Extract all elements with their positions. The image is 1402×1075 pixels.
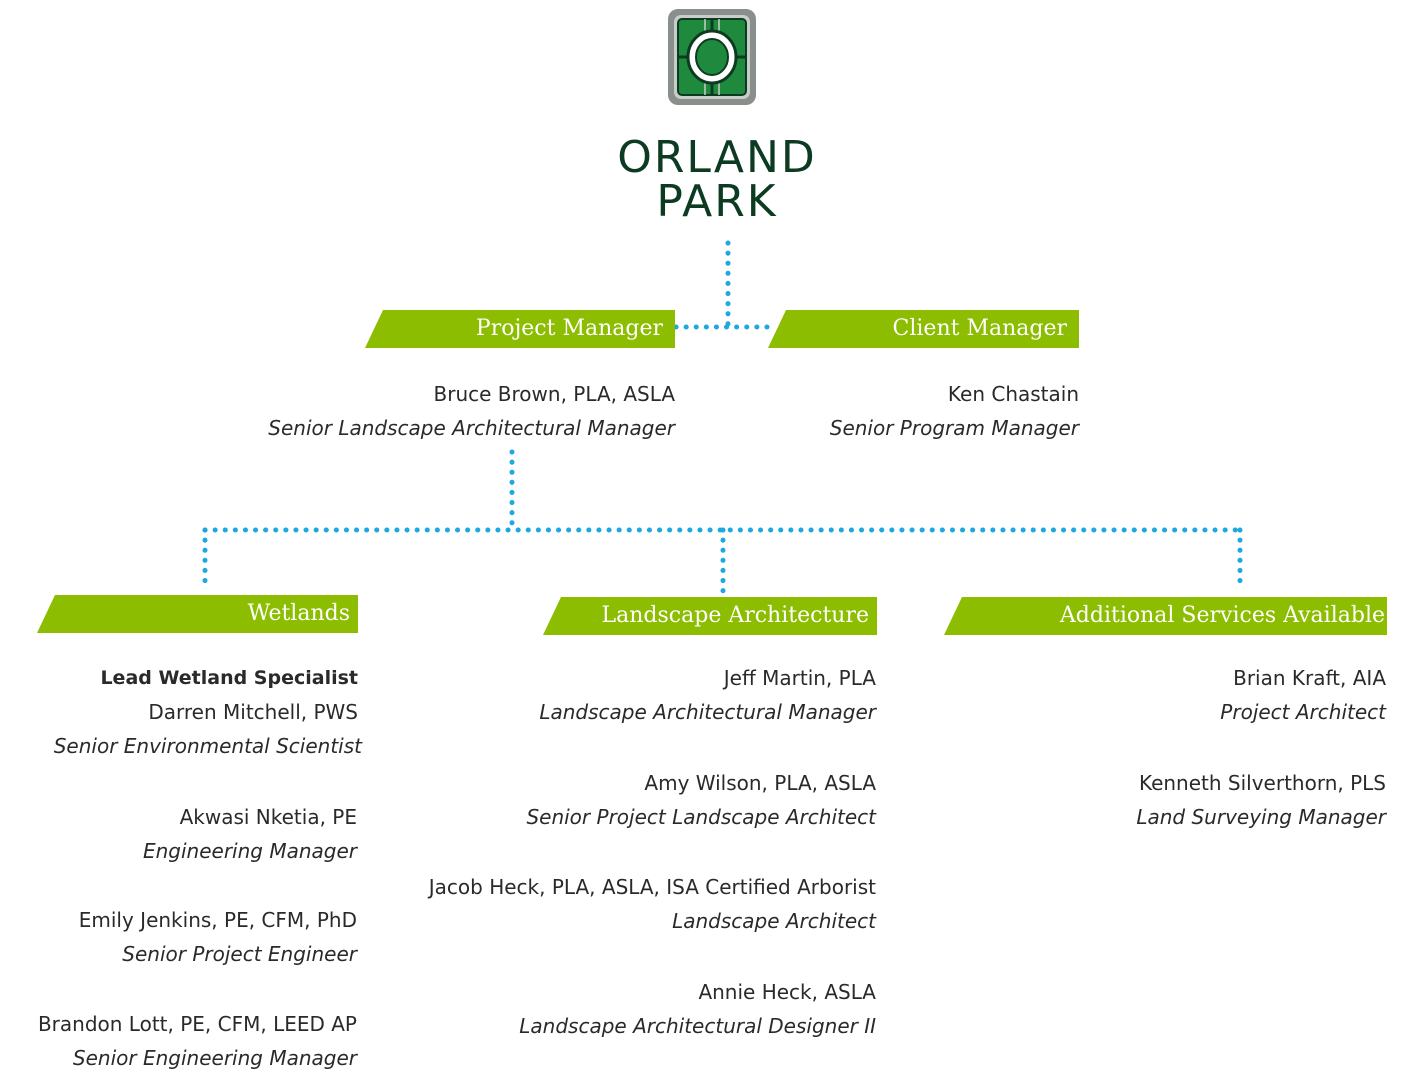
person-title: Landscape Architectural Manager	[539, 700, 876, 724]
person-name: Brian Kraft, AIA	[1233, 666, 1386, 690]
person-role-heading: Lead Wetland Specialist	[100, 667, 358, 689]
person-card: Bruce Brown, PLA, ASLA Senior Landscape …	[268, 377, 675, 445]
logo-text-park: PARK	[656, 176, 778, 227]
person-card: Jacob Heck, PLA, ASLA, ISA Certified Arb…	[429, 870, 876, 938]
banner-project-manager: Project Manager	[365, 310, 675, 348]
orland-park-emblem-icon	[668, 9, 756, 105]
person-card: Akwasi Nketia, PE Engineering Manager	[143, 800, 357, 868]
person-name: Emily Jenkins, PE, CFM, PhD	[78, 908, 357, 932]
banner-additional-services: Additional Services Available	[944, 597, 1387, 635]
person-title: Project Architect	[1220, 700, 1386, 724]
person-title: Senior Engineering Manager	[72, 1046, 357, 1070]
person-card: Brian Kraft, AIA Project Architect	[1220, 661, 1386, 729]
person-name: Bruce Brown, PLA, ASLA	[433, 382, 675, 406]
person-name: Jeff Martin, PLA	[723, 666, 876, 690]
person-title: Landscape Architect	[672, 909, 876, 933]
person-card: Kenneth Silverthorn, PLS Land Surveying …	[1136, 766, 1386, 834]
logo-text-orland: ORLAND	[617, 132, 817, 183]
person-title: Senior Project Landscape Architect	[526, 805, 876, 829]
banner-client-manager: Client Manager	[768, 310, 1079, 348]
banner-label: Wetlands	[247, 601, 350, 626]
banner-label: Project Manager	[475, 316, 663, 341]
person-name: Jacob Heck, PLA, ASLA, ISA Certified Arb…	[428, 875, 876, 899]
banner-label: Additional Services Available	[1059, 603, 1385, 628]
person-title: Senior Environmental Scientist	[53, 734, 362, 758]
person-name: Annie Heck, ASLA	[698, 980, 876, 1004]
person-card: Amy Wilson, PLA, ASLA Senior Project Lan…	[526, 766, 876, 834]
person-name: Akwasi Nketia, PE	[179, 805, 357, 829]
banner-label: Client Manager	[892, 316, 1067, 341]
banner-wetlands: Wetlands	[37, 595, 358, 633]
person-card: Emily Jenkins, PE, CFM, PhD Senior Proje…	[79, 903, 357, 971]
person-card: Brandon Lott, PE, CFM, LEED AP Senior En…	[38, 1007, 357, 1075]
person-title: Land Surveying Manager	[1136, 805, 1386, 829]
person-name: Ken Chastain	[947, 382, 1079, 406]
banner-landscape-architecture: Landscape Architecture	[543, 597, 877, 635]
person-card: Jeff Martin, PLA Landscape Architectural…	[539, 661, 876, 729]
person-card: Lead Wetland Specialist Darren Mitchell,…	[54, 661, 362, 763]
person-name: Brandon Lott, PE, CFM, LEED AP	[37, 1012, 357, 1036]
person-card: Annie Heck, ASLA Landscape Architectural…	[519, 975, 876, 1043]
person-name: Amy Wilson, PLA, ASLA	[644, 771, 876, 795]
person-title: Landscape Architectural Designer II	[519, 1014, 876, 1038]
banner-label: Landscape Architecture	[601, 603, 869, 628]
person-title: Senior Program Manager	[829, 416, 1079, 440]
person-card: Ken Chastain Senior Program Manager	[830, 377, 1079, 445]
orland-park-logo: ORLAND PARK	[612, 8, 822, 227]
person-name: Darren Mitchell, PWS	[148, 700, 358, 724]
person-title: Senior Project Engineer	[122, 942, 357, 966]
person-title: Engineering Manager	[142, 839, 357, 863]
person-name: Kenneth Silverthorn, PLS	[1138, 771, 1386, 795]
person-title: Senior Landscape Architectural Manager	[268, 416, 675, 440]
